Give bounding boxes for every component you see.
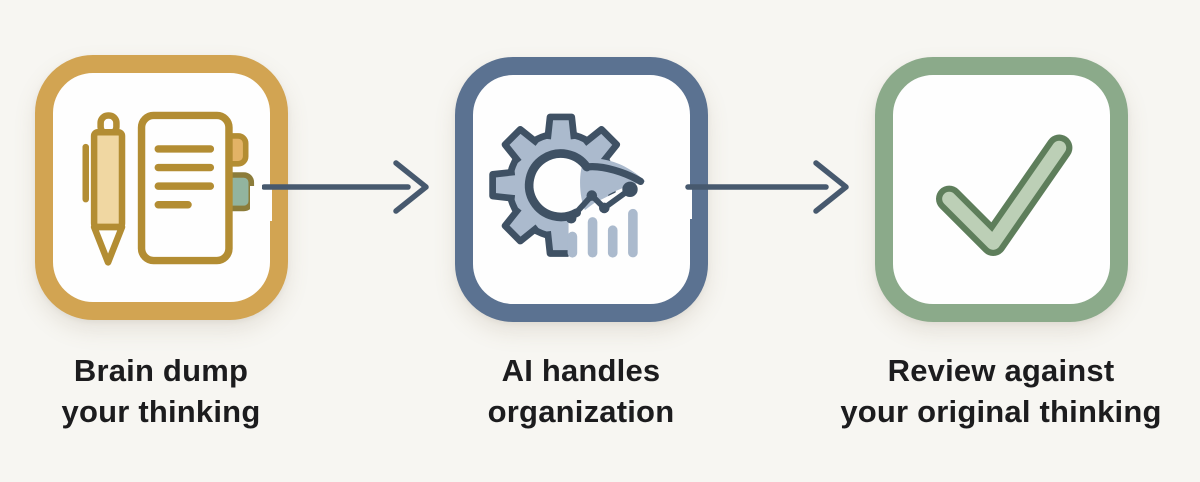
gear-cutaway [568,177,678,286]
step-card-brain-dump [35,55,288,320]
bar-3 [607,224,618,258]
gear-hub [528,153,593,217]
gear-hub-ring [524,148,591,221]
caption-line: Brain dump [73,353,249,388]
caption-line: AI handles [501,353,661,388]
arrowhead [813,160,849,214]
step2-caption: AI handles organization [371,350,791,432]
caption-line: your original thinking [840,394,1162,429]
arrowhead [393,160,429,214]
bar-4 [627,208,638,257]
gear-ring-flare [582,162,644,185]
pen-tip [90,223,125,266]
step3-caption: Review against your original thinking [791,350,1200,432]
arrow-step1-to-step2 [262,157,436,217]
border-gap [250,186,272,221]
check-fill [941,140,1066,250]
pen-body [90,128,125,230]
checkmark-icon [935,134,1072,256]
notebook-lines [154,144,214,208]
gear-analytics-icon [488,113,678,286]
trend-line [567,185,633,221]
border-gap [670,188,692,219]
bar-1 [567,231,577,258]
caption-line: your thinking [61,394,261,429]
caption-line: organization [487,394,675,429]
step1-caption: Brain dump your thinking [0,350,371,432]
step-card-review [875,57,1128,322]
arrow-step2-to-step3 [684,157,852,217]
caption-line: Review against [887,353,1115,388]
step-card-ai-organization [455,57,708,322]
pen-notebook-icon [81,111,254,266]
bar-2 [587,216,597,257]
